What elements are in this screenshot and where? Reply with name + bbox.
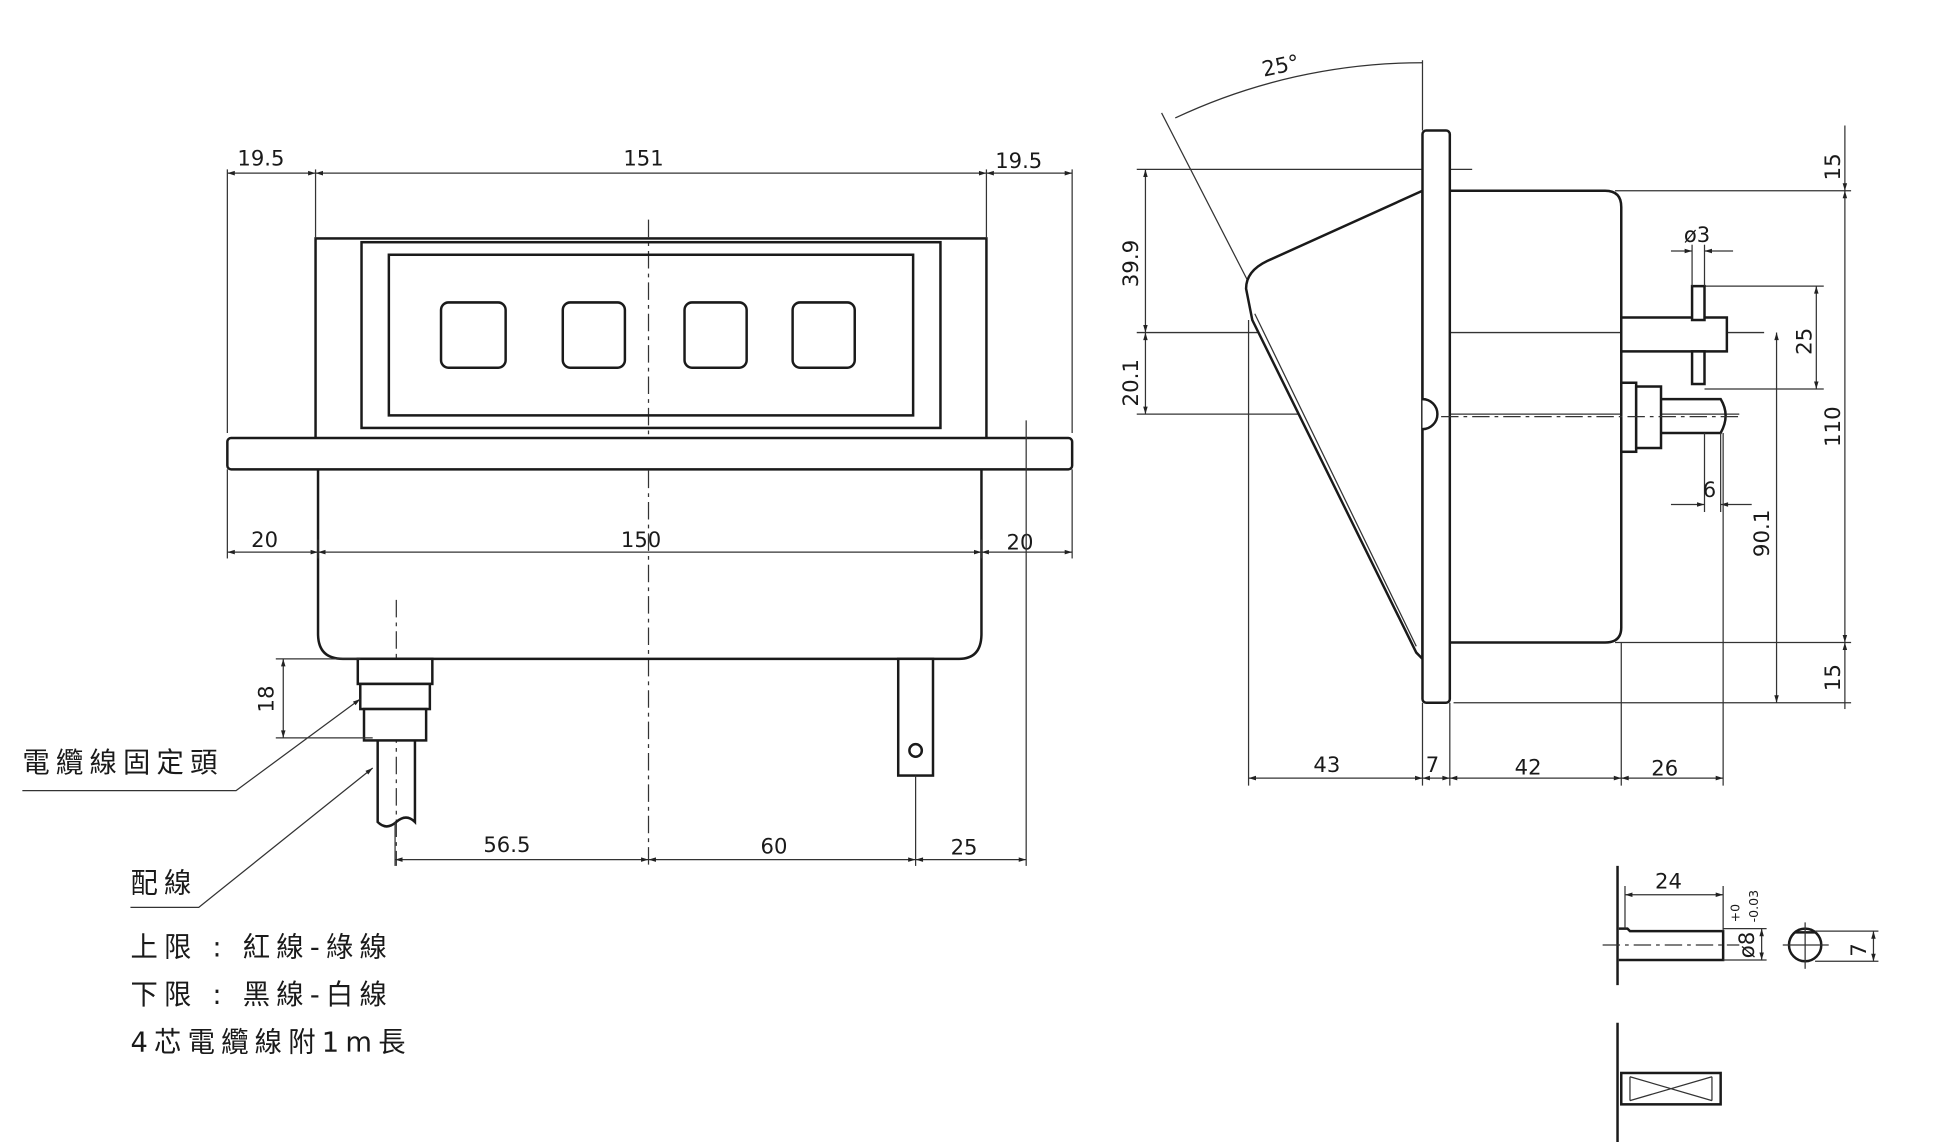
label-wiring: 配線 bbox=[130, 868, 197, 899]
note-upper-limit: 上限 : 紅線-綠線 bbox=[130, 932, 393, 963]
dim-shaft-height: 90.1 bbox=[1750, 510, 1775, 557]
dim-bottom-margin: 15 bbox=[1821, 664, 1846, 691]
dim-shaft-pitch: 25 bbox=[1792, 328, 1817, 355]
detail-diameter: ø8 bbox=[1735, 932, 1760, 959]
shaft-detail: 24 ø8 +0 -0.03 7 bbox=[1602, 865, 1879, 1142]
dim-left-top: 19.5 bbox=[237, 147, 284, 172]
dim-body-depth: 42 bbox=[1515, 755, 1542, 780]
detail-flat: 7 bbox=[1847, 943, 1872, 957]
body bbox=[316, 469, 983, 661]
detail-tol-upper: +0 bbox=[1727, 904, 1742, 923]
dim-right-top: 19.5 bbox=[995, 149, 1042, 174]
dim-lower-offset: 20.1 bbox=[1119, 359, 1144, 406]
dim-left-flange: 20 bbox=[251, 528, 278, 553]
display-window-3 bbox=[683, 301, 748, 369]
dim-panel: 7 bbox=[1426, 753, 1439, 778]
dim-shaft-length: 26 bbox=[1651, 756, 1678, 781]
dim-right-flange: 20 bbox=[1007, 531, 1034, 556]
front-view: 19.5 151 19.5 20 150 20 56.5 60 25 18 電纜… bbox=[22, 147, 1074, 1059]
dim-top-width: 151 bbox=[623, 147, 663, 172]
shaft bbox=[1620, 316, 1729, 353]
dim-height: 110 bbox=[1821, 406, 1846, 447]
flange bbox=[226, 436, 1074, 471]
display-window-4 bbox=[791, 301, 856, 369]
sloped-front bbox=[1244, 188, 1424, 662]
dim-body-width: 150 bbox=[621, 528, 661, 553]
display-window-2 bbox=[561, 301, 627, 369]
dim-center-to-pin: 60 bbox=[761, 834, 788, 859]
dim-upper-offset: 39.9 bbox=[1119, 240, 1144, 287]
detail-length: 24 bbox=[1655, 869, 1682, 894]
dim-angle: 25° bbox=[1260, 50, 1302, 82]
dim-top-margin: 15 bbox=[1821, 153, 1846, 180]
note-lower-limit: 下限 : 黑線-白線 bbox=[130, 980, 393, 1011]
note-cable: 4芯電纜線附1m長 bbox=[130, 1028, 411, 1059]
dim-gland: 6 bbox=[1703, 478, 1716, 503]
dim-pin-to-edge: 25 bbox=[951, 836, 978, 861]
dim-pin-dia: ø3 bbox=[1684, 223, 1710, 248]
dim-gland-to-center: 56.5 bbox=[483, 833, 530, 858]
dim-gland-height: 18 bbox=[254, 685, 279, 712]
detail-tol-lower: -0.03 bbox=[1746, 890, 1761, 922]
mounting-pin bbox=[896, 657, 935, 777]
label-cable-gland: 電纜線固定頭 bbox=[22, 748, 223, 779]
display-window-1 bbox=[439, 301, 507, 369]
dim-front-depth: 43 bbox=[1313, 753, 1340, 778]
side-view: 25° 39.9 20.1 15 110 15 25 90.1 ø3 6 43 … bbox=[1119, 50, 1852, 786]
